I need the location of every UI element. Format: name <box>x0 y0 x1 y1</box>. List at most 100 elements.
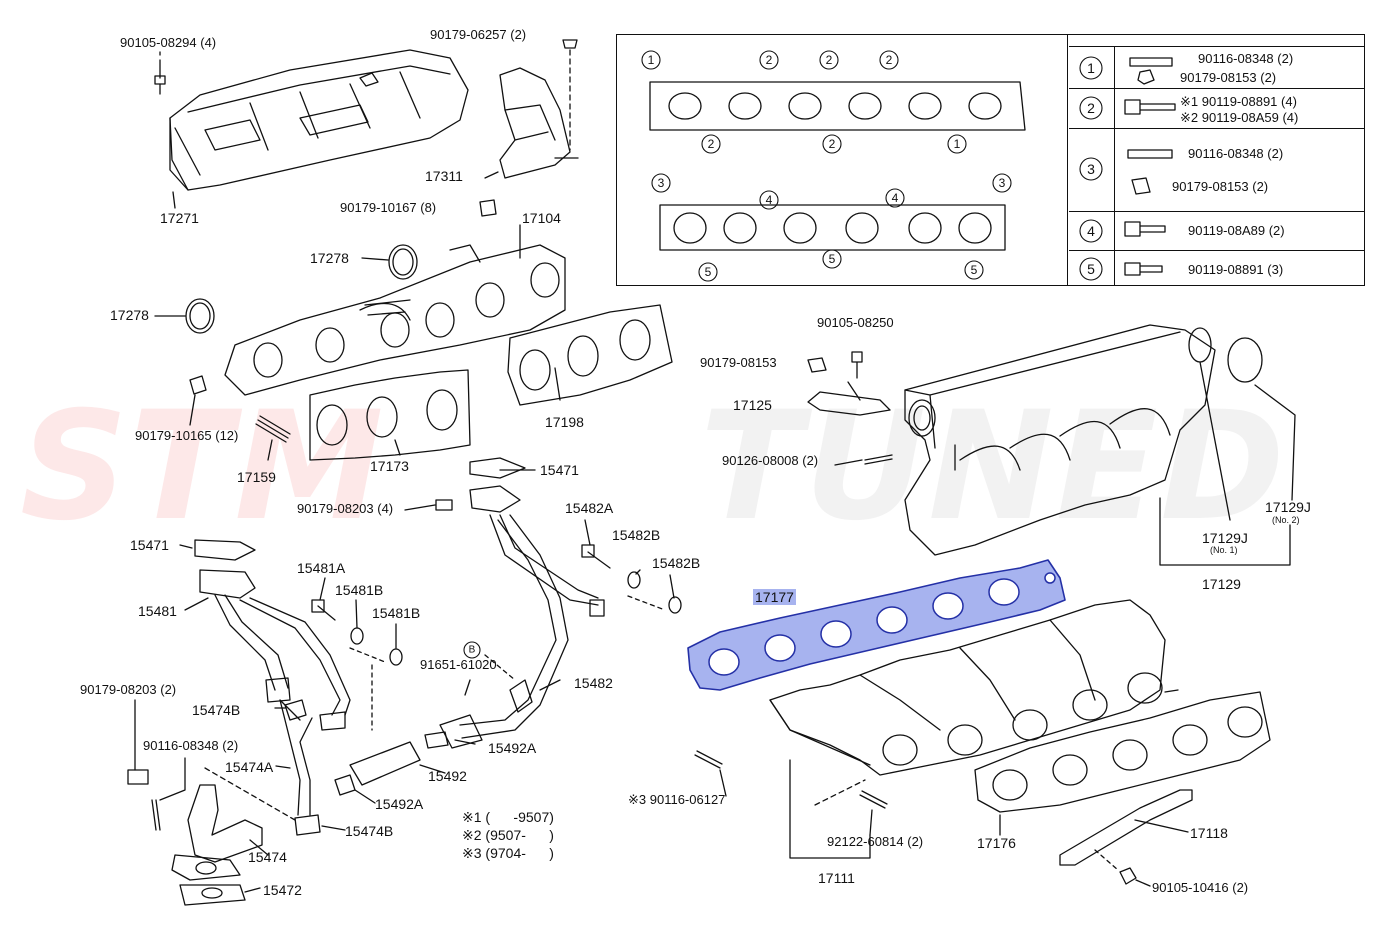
part-label: 15474 <box>248 849 287 865</box>
part-label: 90105-10416 (2) <box>1152 880 1249 895</box>
part-label: 91651-61020 <box>420 657 497 672</box>
part-label: 15482B <box>612 527 661 543</box>
footnote-mark: ※3 <box>462 845 482 861</box>
key-gasket-lower-number: 5 <box>971 263 978 277</box>
key-row-id: 4 <box>1087 223 1095 239</box>
key-row-id: 3 <box>1087 161 1095 177</box>
part-label: 17159 <box>237 469 276 485</box>
key-row-1-line-2: 90179-08153 (2) <box>1180 70 1277 85</box>
part-label: 17129J <box>1265 499 1311 515</box>
key-gasket-upper-number: 2 <box>829 137 836 151</box>
part-label: 17271 <box>160 210 199 226</box>
callout-b: B <box>469 645 476 656</box>
key-row-line <box>1069 46 1365 47</box>
pipe-15482 <box>459 457 605 739</box>
key-row-5-line-1: 90119-08891 (3) <box>1188 262 1284 277</box>
key-row-3-line-2: 90179-08153 (2) <box>1172 179 1269 194</box>
watermark-right: TUNED <box>700 380 1287 554</box>
heat-shield-17271 <box>169 49 469 191</box>
part-label: 15492 <box>428 768 467 784</box>
key-gasket-lower-number: 5 <box>705 265 712 279</box>
exhaust-manifold-17104 <box>224 244 566 396</box>
gasket-17173 <box>309 369 471 461</box>
key-row-1-line-1: 90116-08348 (2) <box>1198 51 1294 66</box>
plenum-17129 <box>904 324 1216 556</box>
part-label: 15481 <box>138 603 177 619</box>
footnote-range: (9507- ) <box>485 827 554 843</box>
key-row-id: 2 <box>1087 100 1095 116</box>
part-label: 15482B <box>652 555 701 571</box>
gasket-17198 <box>507 304 673 406</box>
bolt-90105-08294 <box>154 51 166 95</box>
outlet-15474 <box>171 784 263 906</box>
key-row-line <box>1069 250 1365 251</box>
key-gasket-lower-number: 3 <box>658 176 665 190</box>
part-label: 90116-08348 (2) <box>143 738 239 753</box>
part-label: 17104 <box>522 210 561 226</box>
part-label: 90179-10167 (8) <box>340 200 437 215</box>
key-row-line <box>1069 88 1365 89</box>
part-label: 15474B <box>192 702 241 718</box>
part-label: 90179-08153 <box>700 355 777 370</box>
part-label: 17129 <box>1202 576 1241 592</box>
part-label: 15481B <box>372 605 421 621</box>
part-label: 90179-08203 (2) <box>80 682 177 697</box>
key-gasket-lower-number: 5 <box>829 252 836 266</box>
part-label: 17111 <box>818 870 855 886</box>
key-row-line <box>1069 128 1365 129</box>
key-gasket-upper <box>649 81 1026 131</box>
part-label: 90179-10165 (12) <box>135 428 239 443</box>
part-label: ※3 90116-06127 <box>628 792 726 807</box>
part-label-note: (No. 1) <box>1210 545 1238 555</box>
key-row-line <box>1069 211 1365 212</box>
key-row-id: 5 <box>1087 261 1095 277</box>
part-label: 90179-06257 (2) <box>430 27 527 42</box>
footnote-range: (9704- ) <box>485 845 554 861</box>
footnote-mark: ※1 <box>462 809 482 825</box>
footnote-2: ※2 (9507- ) <box>462 827 554 843</box>
part-label-note: (No. 2) <box>1272 515 1300 525</box>
part-label: 17129J <box>1202 530 1248 546</box>
key-table-divider <box>1067 34 1069 286</box>
footnote-range: ( -9507) <box>485 809 554 825</box>
footnote-1: ※1 ( -9507) <box>462 809 554 825</box>
watermark-left: STM <box>20 380 386 554</box>
part-label: 17198 <box>545 414 584 430</box>
part-label: 15474B <box>345 823 394 839</box>
part-label: 15471 <box>540 462 579 478</box>
fastener-key-table <box>616 34 1365 286</box>
key-gasket-upper-number: 2 <box>708 137 715 151</box>
part-label: 90126-08008 (2) <box>722 453 819 468</box>
part-label: 17278 <box>110 307 149 323</box>
part-label: 17118 <box>1190 825 1228 841</box>
part-label: 15482 <box>574 675 613 691</box>
part-label: 92122-60814 (2) <box>827 834 924 849</box>
pipe-15481 <box>194 539 351 731</box>
key-row-3-line-1: 90116-08348 (2) <box>1188 146 1284 161</box>
part-label: 17176 <box>977 835 1016 851</box>
key-gasket-lower-number: 4 <box>766 193 773 207</box>
key-gasket-upper-number: 1 <box>648 53 655 67</box>
part-label: 17125 <box>733 397 772 413</box>
part-label: 15481B <box>335 582 384 598</box>
part-label: 90179-08203 (4) <box>297 501 394 516</box>
gasket-17176 <box>974 691 1271 813</box>
key-gasket-lower-number: 4 <box>892 191 899 205</box>
part-label: 17311 <box>425 168 463 184</box>
highlighted-part-label: 17177 <box>753 589 796 605</box>
key-row-2-line-1: ※1 90119-08891 (4) <box>1180 94 1297 109</box>
part-label: 15482A <box>565 500 614 516</box>
key-gasket-upper-number: 2 <box>826 53 833 67</box>
intake-manifold-17111 <box>769 599 1166 776</box>
part-label: 90105-08250 <box>817 315 894 330</box>
key-row-2-line-2: ※2 90119-08A59 (4) <box>1180 110 1299 125</box>
part-label: 15492A <box>375 796 424 812</box>
part-label: 15481A <box>297 560 346 576</box>
footnote-mark: ※2 <box>462 827 482 843</box>
footnote-3: ※3 (9704- ) <box>462 845 554 861</box>
part-label: 90105-08294 (4) <box>120 35 217 50</box>
key-gasket-upper-number: 2 <box>766 53 773 67</box>
key-gasket-upper-number: 1 <box>954 137 961 151</box>
bracket-17311 <box>499 67 579 179</box>
